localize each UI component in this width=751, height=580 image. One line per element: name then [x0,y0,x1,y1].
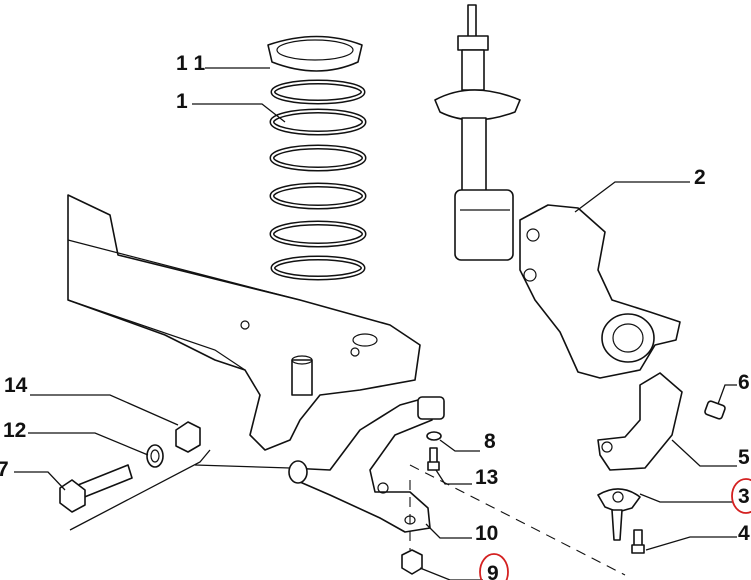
leader-4 [645,536,737,551]
highlight-circle-3 [731,478,751,514]
leader-7 [14,471,66,491]
callout-8: 8 [484,430,496,453]
bolt-7 [59,464,133,513]
nut-14 [175,421,201,453]
lower-control-arm [288,396,445,533]
callout-10: 10 [475,522,498,545]
ball-joint [597,488,641,541]
callout-9: 9 [487,562,499,580]
subframe [67,194,421,451]
leader-14 [30,394,179,426]
leader-6 [717,384,737,405]
washer-8 [426,431,442,441]
callout-1: 1 [176,90,188,113]
callout-12: 12 [3,419,26,442]
spring-seat [267,35,363,72]
leader-8 [439,439,480,452]
coil-spring-inner [271,81,365,279]
leader-12 [28,432,149,456]
assembly-line [69,449,211,531]
leader-2 [574,181,690,213]
callout-11: 1 1 [176,52,206,75]
bracket [597,372,683,471]
shock-absorber [434,4,521,261]
callout-3: 3 [738,485,750,508]
leader-10 [425,523,472,539]
leader-13 [435,469,472,485]
washer-12 [146,444,164,468]
leader-3 [639,493,733,503]
steering-knuckle [519,204,681,379]
leader-9 [419,567,483,580]
bolt-4 [631,529,645,554]
assembly-line [194,464,291,469]
highlight-circle-9 [479,553,509,580]
callout-4: 4 [738,522,750,545]
callout-13: 13 [475,466,498,489]
bolt-13 [427,447,440,471]
bolt-6 [704,400,726,420]
leader-5 [671,439,737,467]
assembly-line [409,464,626,576]
leader-1 [192,103,286,123]
callout-7: 7 [0,458,9,481]
callout-6: 6 [738,371,750,394]
callout-14: 14 [4,374,28,397]
callout-2: 2 [694,166,706,189]
callout-5: 5 [738,446,750,469]
nut-9 [401,549,423,575]
